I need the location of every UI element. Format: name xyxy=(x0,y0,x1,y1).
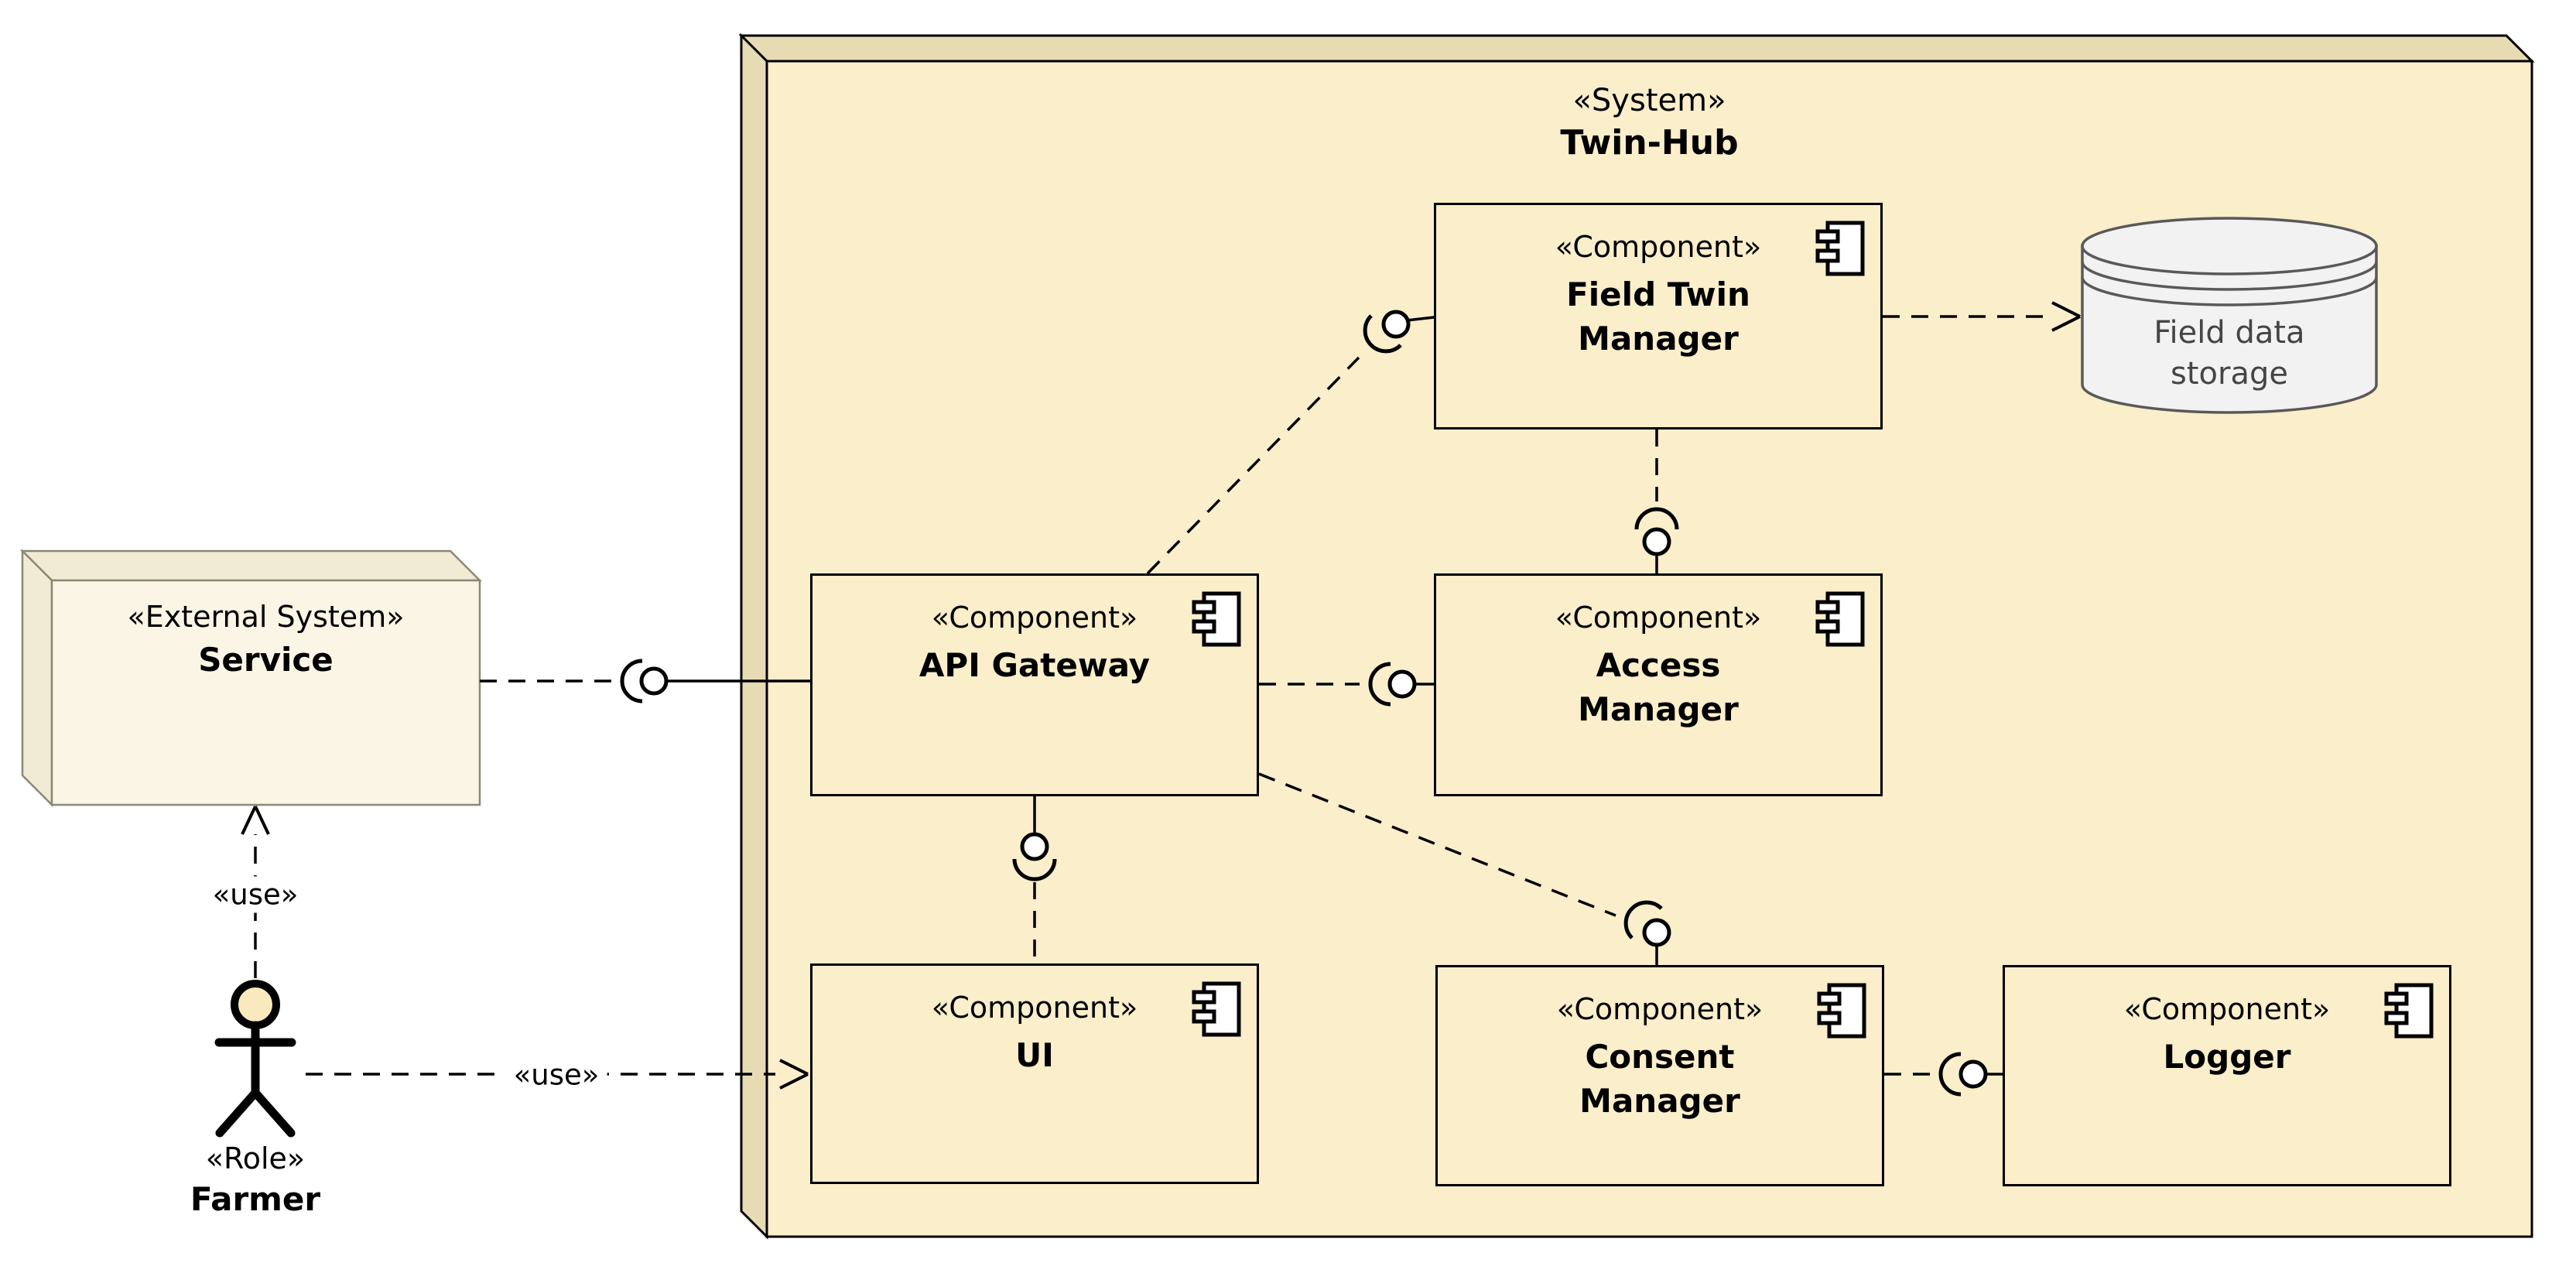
component-name: Field Twin Manager xyxy=(1566,276,1750,358)
component-icon xyxy=(1815,591,1865,647)
component-name: Access Manager xyxy=(1578,646,1739,728)
connector-consentmanager-logger xyxy=(1884,1052,2003,1097)
provided-interface-ball-icon xyxy=(1642,527,1671,556)
arrowhead-icon xyxy=(779,1059,809,1090)
actor-farmer-title: «Role» Farmer xyxy=(190,1139,320,1220)
system-stereotype: «System» xyxy=(1572,83,1726,118)
component-ui[interactable]: «Component» UI xyxy=(810,963,1259,1184)
provided-interface-ball-icon xyxy=(1387,669,1417,699)
provided-interface-ball-icon xyxy=(1959,1059,1988,1089)
component-icon xyxy=(1815,221,1865,276)
required-interface-socket-icon xyxy=(1368,662,1391,707)
component-icon xyxy=(2384,983,2434,1039)
component-stereotype: «Component» xyxy=(1555,230,1762,264)
component-name: Logger xyxy=(2163,1038,2291,1076)
use-label-farmer-service: «use» xyxy=(204,876,306,913)
external-system-stereotype: «External System» xyxy=(127,600,405,634)
component-icon xyxy=(1817,983,1866,1039)
component-stereotype: «Component» xyxy=(2123,992,2331,1026)
provided-interface-ball-icon xyxy=(1642,918,1671,947)
required-interface-socket-icon xyxy=(1623,900,1663,939)
storage-label: Field data storage xyxy=(2154,315,2305,392)
connector-fieldtwin-accessmanager xyxy=(1634,430,1679,573)
connector-apigateway-fieldtwin xyxy=(1146,310,1435,575)
external-system-shape[interactable] xyxy=(19,548,483,808)
provided-interface-ball-icon xyxy=(1381,310,1411,339)
required-interface-socket-icon xyxy=(1012,858,1057,881)
component-access-manager[interactable]: «Component» Access Manager xyxy=(1434,573,1883,796)
component-name: API Gateway xyxy=(919,646,1151,684)
system-name: Twin-Hub xyxy=(1560,123,1739,163)
actor-figure[interactable] xyxy=(214,980,296,1138)
component-stereotype: «Component» xyxy=(931,991,1138,1025)
actor-head xyxy=(231,980,280,1029)
system-boundary-title: «System» Twin-Hub xyxy=(767,80,2532,164)
provided-interface-ball-icon xyxy=(1020,832,1049,861)
use-label-farmer-ui: «use» xyxy=(505,1056,607,1093)
connector-apigateway-accessmanager xyxy=(1259,662,1434,707)
actor-stereotype: «Role» xyxy=(205,1141,306,1176)
required-interface-socket-icon xyxy=(1938,1052,1962,1097)
required-interface-socket-icon xyxy=(1634,507,1679,530)
component-name: UI xyxy=(1015,1036,1054,1074)
connector-fieldtwin-storage xyxy=(1883,301,2081,332)
external-system-title: «External System» Service xyxy=(52,597,480,681)
component-consent-manager[interactable]: «Component» Consent Manager xyxy=(1435,965,1884,1186)
component-icon xyxy=(1192,981,1241,1037)
connector-service-apigateway xyxy=(480,659,810,703)
component-api-gateway[interactable]: «Component» API Gateway xyxy=(810,573,1259,796)
component-stereotype: «Component» xyxy=(1556,992,1764,1026)
component-icon xyxy=(1192,591,1241,647)
connector-apigateway-consentmanager xyxy=(1258,772,1671,965)
component-stereotype: «Component» xyxy=(1555,601,1762,635)
component-stereotype: «Component» xyxy=(931,601,1138,635)
required-interface-socket-icon xyxy=(620,659,643,703)
component-field-twin-manager[interactable]: «Component» Field Twin Manager xyxy=(1434,203,1883,430)
arrowhead-icon xyxy=(241,806,270,835)
connector-apigateway-ui xyxy=(1012,796,1057,963)
required-interface-socket-icon xyxy=(1363,314,1402,354)
actor-name: Farmer xyxy=(190,1180,321,1218)
component-logger[interactable]: «Component» Logger xyxy=(2003,965,2451,1186)
provided-interface-ball-icon xyxy=(639,666,669,696)
storage-cylinder[interactable] xyxy=(2081,217,2378,414)
external-system-name: Service xyxy=(198,641,334,679)
component-name: Consent Manager xyxy=(1579,1038,1740,1120)
arrowhead-icon xyxy=(2051,301,2081,332)
